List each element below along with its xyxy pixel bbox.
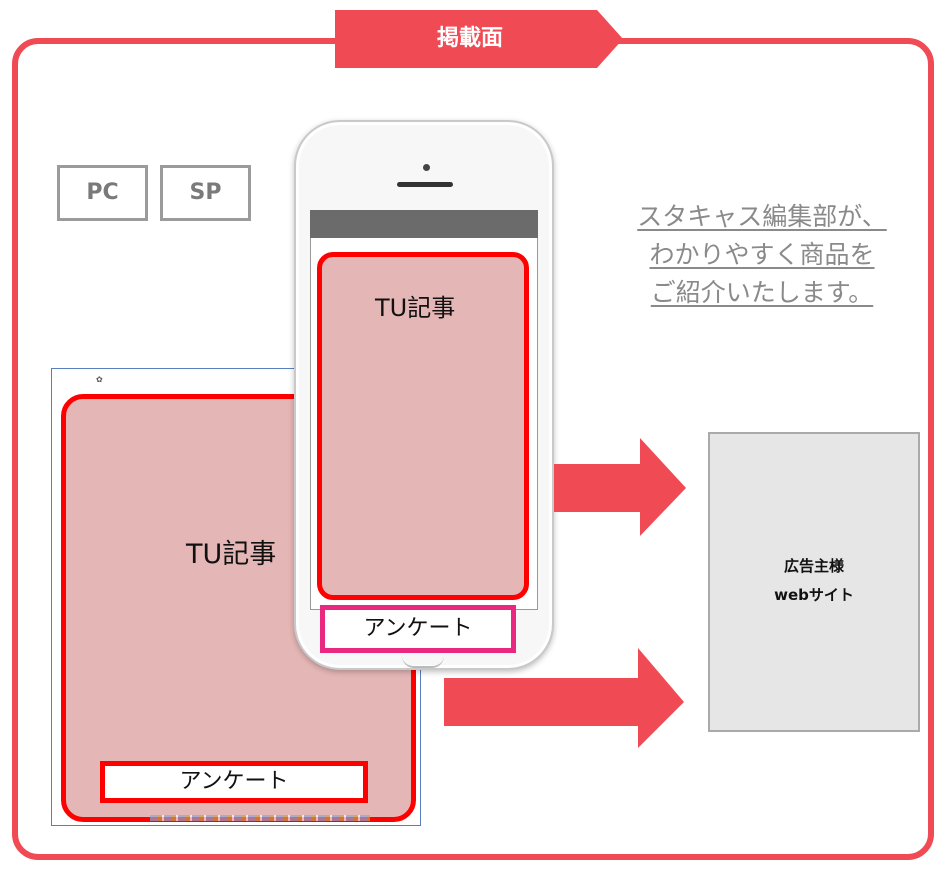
phone-home-indicator [402, 656, 444, 668]
sp-survey-box: アンケート [320, 605, 516, 653]
description-line: ご紹介いたします。 [650, 278, 874, 307]
description-line: わかりやすく商品を [649, 240, 875, 269]
advertiser-website-box [708, 432, 920, 732]
advertiser-name: 広告主様 [783, 557, 844, 575]
pc-article-title: TU記事 [186, 539, 277, 570]
arrow-right-icon [554, 438, 686, 536]
phone-speaker [397, 182, 453, 187]
tab-pc[interactable]: PC [57, 165, 148, 221]
advertiser-site: webサイト [774, 586, 854, 604]
description-text: スタキャス編集部が、 わかりやすく商品を ご紹介いたします。 [612, 198, 912, 312]
pc-survey-box: アンケート [100, 761, 368, 803]
arrow-right-icon [444, 648, 684, 748]
pc-site-logo: ✿ [96, 375, 103, 384]
banner-shape [335, 10, 623, 68]
sp-article-title: TU記事 [375, 294, 456, 322]
tab-sp[interactable]: SP [160, 165, 251, 221]
description-line: スタキャス編集部が、 [637, 202, 887, 231]
sp-article-area [317, 252, 529, 600]
phone-camera [423, 164, 430, 171]
phone-status-bar [310, 210, 538, 238]
pc-footer-strip [150, 815, 370, 821]
banner-title: 掲載面 [436, 26, 503, 51]
advertiser-website-label: 広告主様 webサイト [708, 552, 920, 610]
